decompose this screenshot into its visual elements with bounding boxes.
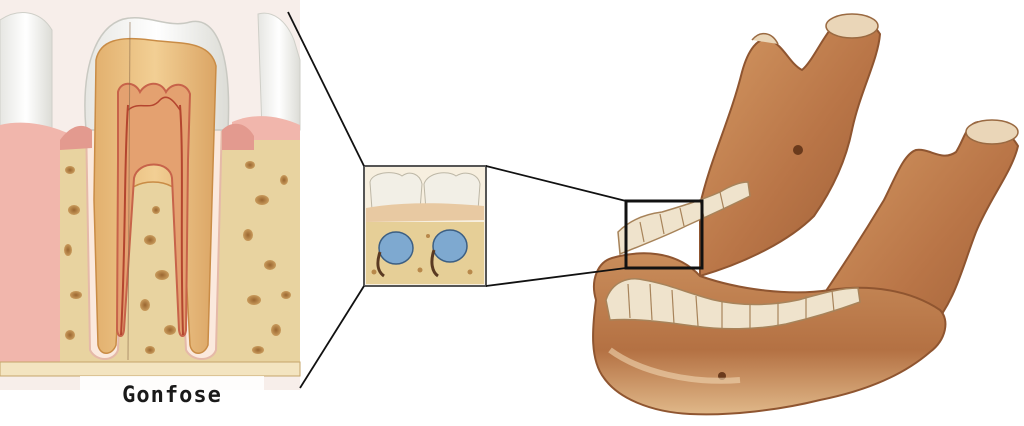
- magnified-inset: [364, 166, 486, 286]
- neighbor-tooth-left: [0, 13, 52, 130]
- gomphosis-caption: Gonfose: [92, 383, 252, 408]
- leader-line-left-bottom: [300, 286, 364, 388]
- inset-root-right: [433, 230, 467, 262]
- condyle-far: [826, 14, 878, 38]
- mandible-ramus-far: [700, 18, 880, 276]
- condyle-near: [966, 120, 1018, 144]
- mandibular-foramen: [793, 145, 803, 155]
- mandible-illustration: [593, 14, 1018, 414]
- leader-line-right-top: [486, 166, 626, 201]
- tooth-cross-section: [0, 0, 300, 412]
- cortical-bone-plate: [0, 362, 300, 376]
- inset-root-left: [379, 232, 413, 264]
- inset-gum-band: [366, 203, 484, 222]
